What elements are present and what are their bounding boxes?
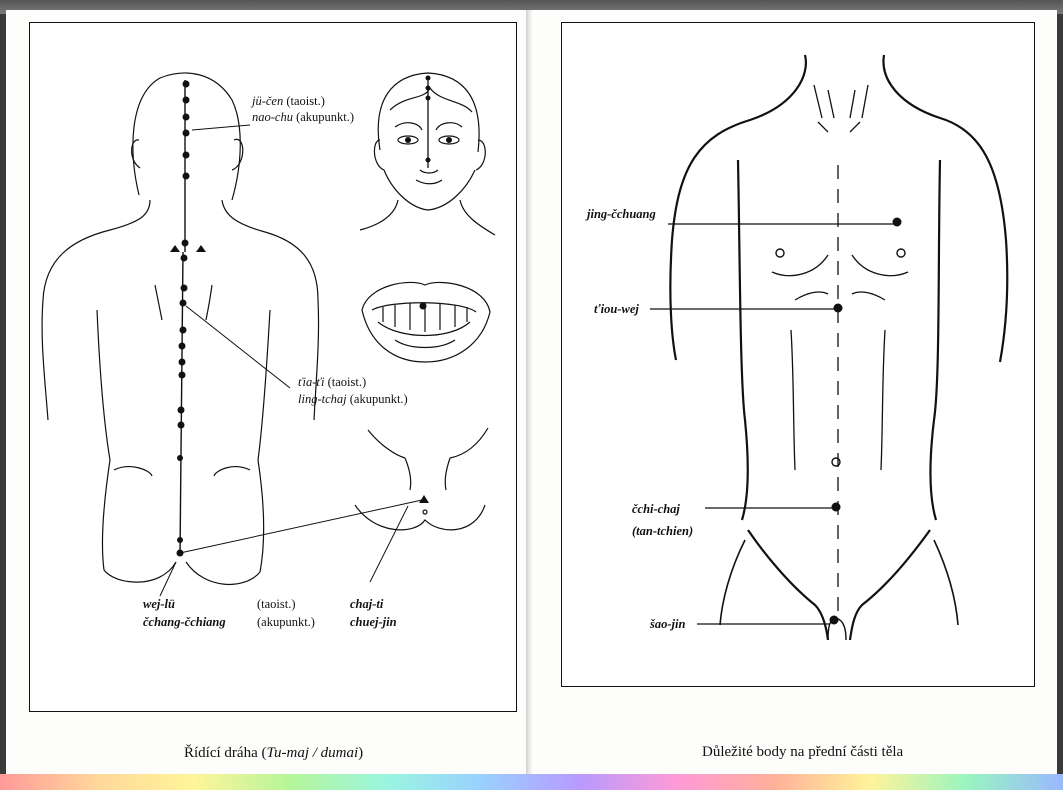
left-caption: Řídící dráha (Tu-maj / dumai) [184, 745, 363, 762]
label-tiou-wej: ťiou-wej [594, 302, 639, 316]
governing-vessel-figure-frame [29, 22, 517, 712]
front-body-figure-frame [561, 22, 1035, 687]
label-cchi-chaj: čchi-chaj [632, 502, 680, 516]
book-gutter [526, 10, 536, 776]
label-tan-tchien: (tan-tchien) [632, 524, 694, 538]
label-ju-cen: jü-čen (taoist.) [252, 94, 325, 109]
label-sao-jin: šao-jin [650, 617, 686, 631]
left-caption-prefix: Řídící dráha ( [184, 745, 267, 761]
ling-tchaj-name: ling-tchaj [298, 392, 347, 406]
label-jing-cchuang: jing-čchuang [587, 207, 656, 221]
nao-chu-name: nao-chu [252, 110, 293, 124]
tia-ti-note: (taoist.) [327, 375, 367, 389]
ling-tchaj-note: (akupunkt.) [349, 392, 408, 406]
label-wej-lu: wej-lü [143, 597, 175, 611]
label-cchang-cchiang-note: (akupunkt.) [257, 615, 315, 629]
left-caption-italic: Tu-maj / dumai [266, 745, 359, 761]
label-tia-ti: ťia-ťi (taoist.) [298, 375, 366, 390]
left-caption-suffix: ) [358, 745, 364, 761]
tia-ti-name: ťia-ťi [298, 375, 325, 389]
label-nao-chu: nao-chu (akupunkt.) [252, 110, 354, 125]
ju-cen-name: jü-čen [252, 94, 284, 108]
label-cchang-cchiang: čchang-čchiang [143, 615, 226, 629]
ju-cen-note: (taoist.) [286, 94, 325, 108]
right-caption: Důležité body na přední části těla [702, 744, 904, 760]
label-ling-tchaj: ling-tchaj (akupunkt.) [298, 392, 408, 407]
nao-chu-note: (akupunkt.) [296, 110, 355, 124]
label-chaj-ti: chaj-ti [350, 597, 384, 611]
label-wej-lu-note: (taoist.) [257, 597, 296, 611]
bottom-color-strip [0, 774, 1063, 790]
label-chuej-jin: chuej-jin [350, 615, 397, 629]
